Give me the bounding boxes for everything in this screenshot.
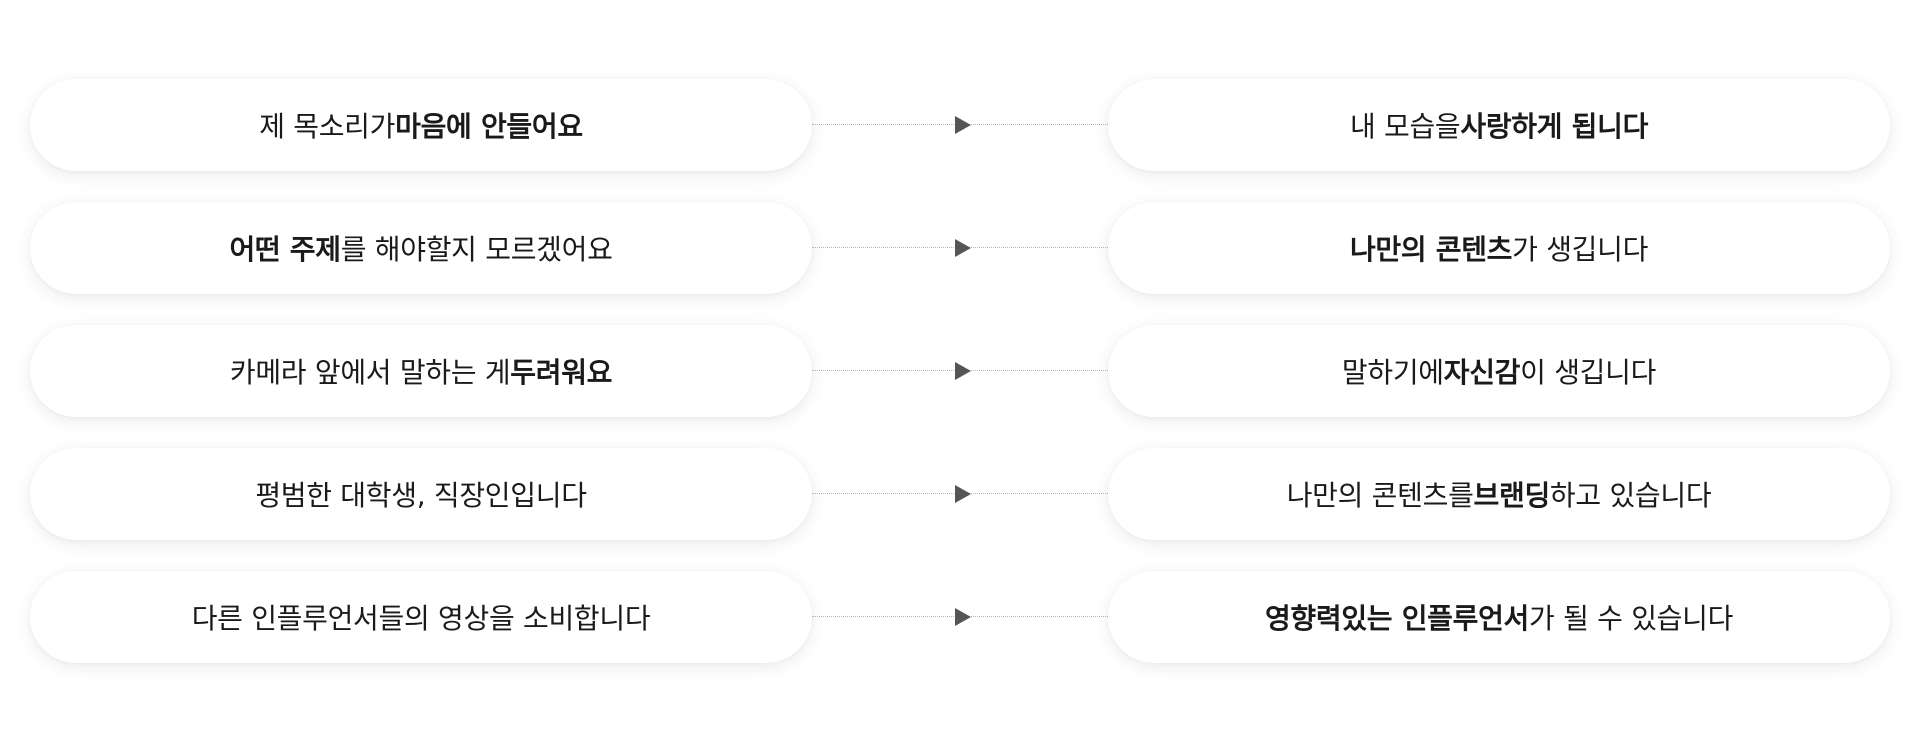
statement-text: 평범한 대학생, 직장인입니다 xyxy=(255,479,587,512)
before-statement-pill: 다른 인플루언서들의 영상을 소비합니다 xyxy=(30,571,812,663)
statement-text: 제 목소리가 xyxy=(259,110,396,143)
play-triangle-icon xyxy=(955,239,971,257)
emphasized-text: 나만의 콘텐츠 xyxy=(1349,233,1513,266)
comparison-row: 제 목소리가 마음에 안들어요 내 모습을 사랑하게 됩니다 xyxy=(0,79,1920,171)
statement-text: 가 생깁니다 xyxy=(1512,233,1649,266)
play-triangle-icon xyxy=(955,362,971,380)
play-triangle-icon xyxy=(955,116,971,134)
statement-text: 카메라 앞에서 말하는 게 xyxy=(229,356,511,389)
statement-text: 하고 있습니다 xyxy=(1549,479,1712,512)
statement-text: 나만의 콘텐츠를 xyxy=(1286,479,1474,512)
statement-text: 다른 인플루언서들의 영상을 소비합니다 xyxy=(191,602,651,635)
statement-text: 말하기에 xyxy=(1341,356,1444,389)
statement-text: 내 모습을 xyxy=(1349,110,1461,143)
emphasized-text: 두려워요 xyxy=(510,356,613,389)
statement-text: 를 해야할지 모르겠어요 xyxy=(340,233,613,266)
emphasized-text: 사랑하게 됩니다 xyxy=(1460,110,1649,143)
emphasized-text: 자신감 xyxy=(1443,356,1521,389)
before-statement-pill: 평범한 대학생, 직장인입니다 xyxy=(30,448,812,540)
statement-text: 가 될 수 있습니다 xyxy=(1529,602,1734,635)
before-statement-pill: 카메라 앞에서 말하는 게 두려워요 xyxy=(30,325,812,417)
emphasized-text: 브랜딩 xyxy=(1473,479,1551,512)
before-statement-pill: 제 목소리가 마음에 안들어요 xyxy=(30,79,812,171)
statement-text: 이 생깁니다 xyxy=(1520,356,1657,389)
after-statement-pill: 내 모습을 사랑하게 됩니다 xyxy=(1108,79,1890,171)
emphasized-text: 어떤 주제 xyxy=(229,233,341,266)
emphasized-text: 영향력있는 인플루언서 xyxy=(1264,602,1530,635)
emphasized-text: 마음에 안들어요 xyxy=(395,110,583,143)
play-triangle-icon xyxy=(955,485,971,503)
play-triangle-icon xyxy=(955,608,971,626)
